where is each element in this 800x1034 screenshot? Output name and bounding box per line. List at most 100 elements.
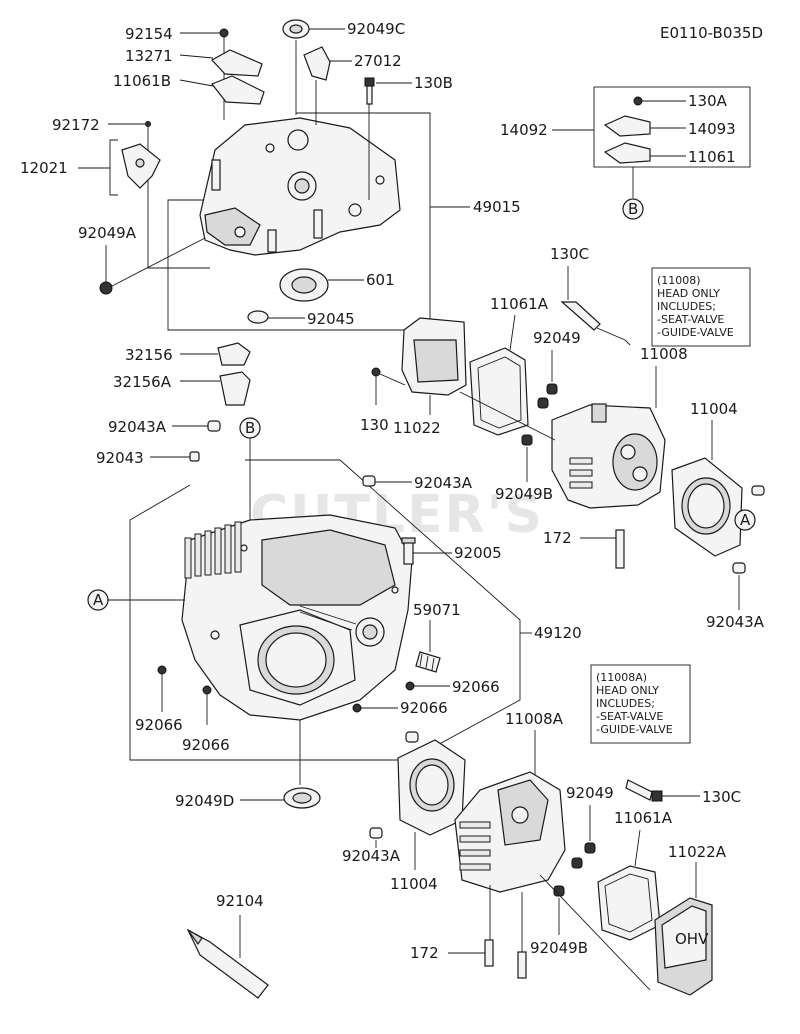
plate-13271 — [211, 49, 263, 77]
ref-A-left: A — [93, 591, 104, 609]
label-27012: 27012 — [354, 52, 402, 70]
cover-hole-top — [287, 129, 309, 151]
label-49015: 49015 — [473, 198, 521, 216]
plug-92066-b — [352, 703, 362, 713]
seal-92049B-bottom — [553, 885, 565, 897]
dowel-92043A-mid — [362, 475, 376, 487]
dowel-92043A-right — [732, 562, 746, 574]
label-49120: 49120 — [534, 624, 582, 642]
plug-92066-d — [202, 685, 212, 695]
stud-172-bottom-a — [484, 939, 494, 967]
label-172-top: 172 — [543, 529, 572, 547]
frame-49015 — [167, 112, 431, 331]
note-bottom-line3: INCLUDES; — [596, 697, 655, 710]
label-11061A-top: 11061A — [490, 295, 549, 313]
label-92043A-bottom: 92043A — [342, 847, 401, 865]
oil-breather-boss — [204, 207, 261, 246]
seal-92049-top-a — [546, 383, 558, 395]
ref-B-top: B — [628, 200, 638, 218]
label-92043A-left: 92043A — [108, 418, 167, 436]
note-bottom-line1: (11008A) — [596, 671, 647, 684]
note-bottom-line4: -SEAT-VALVE — [596, 710, 663, 723]
label-92066-b: 92066 — [400, 699, 448, 717]
seal-92049A — [99, 281, 113, 295]
breather-seals-group: 32156 32156A — [113, 342, 251, 406]
bracket-27012 — [303, 46, 331, 81]
note-bottom-line5: -GUIDE-VALVE — [596, 723, 673, 736]
spring-59071 — [415, 651, 441, 673]
label-92043: 92043 — [96, 449, 144, 467]
label-92049-top: 92049 — [533, 329, 581, 347]
note-top-line3: INCLUDES; — [657, 300, 716, 313]
label-92043A-mid: 92043A — [414, 474, 473, 492]
seal-92049-top-b — [537, 397, 549, 409]
label-59071: 59071 — [413, 601, 461, 619]
head-assembly-right: 130C 11022 130 11061A 92049 11008 — [360, 245, 765, 631]
diagram-code: E0110-B035D — [660, 24, 763, 42]
label-130C-bottom: 130C — [702, 788, 741, 806]
label-92104: 92104 — [216, 892, 264, 910]
label-14092: 14092 — [500, 121, 548, 139]
sealant-tube-92104 — [186, 928, 269, 999]
dowel-92043 — [189, 451, 200, 462]
seal-32156 — [217, 342, 251, 366]
label-92049B-top: 92049B — [495, 485, 553, 503]
label-11061A-bottom: 11061A — [614, 809, 673, 827]
pin-92172 — [145, 121, 151, 127]
label-92049B-bottom: 92049B — [530, 939, 588, 957]
note-top-line1: (11008) — [657, 274, 701, 287]
bolt-130 — [371, 367, 381, 377]
label-92043A-right: 92043A — [706, 613, 765, 631]
stud-172-top — [615, 529, 625, 569]
label-92045: 92045 — [307, 310, 355, 328]
label-14093: 14093 — [688, 120, 736, 138]
cover-stamp: OHV — [675, 930, 709, 948]
crankcase-cover-group: 92154 13271 11061B 92049C 27012 130B 921… — [20, 19, 521, 331]
head-assembly-bottom: 92043A 11004 11008A 92049 130C 11061A — [342, 710, 741, 996]
bolt-head-130B — [364, 77, 375, 87]
plug-92066-c — [157, 665, 167, 675]
crankcase-cavity — [261, 529, 396, 606]
label-130: 130 — [360, 416, 389, 434]
dowel-92043A-bottom — [369, 827, 383, 839]
crankcase-group: 92043A 92043 B 49120 92043A — [87, 417, 582, 810]
label-92066-a: 92066 — [452, 678, 500, 696]
label-13271: 13271 — [125, 47, 173, 65]
bolt-130C-top — [560, 301, 601, 331]
sealant-tube-group: 92104 — [186, 892, 269, 999]
label-130A: 130A — [688, 92, 728, 110]
ref-B-left: B — [245, 419, 255, 437]
bolt-130B — [366, 85, 373, 105]
label-11061B: 11061B — [113, 72, 171, 90]
seal-92049-bottom-a — [584, 842, 596, 854]
label-32156: 32156 — [125, 346, 173, 364]
dowel-92043A-left — [207, 420, 221, 432]
label-601: 601 — [366, 271, 395, 289]
label-92049A: 92049A — [78, 224, 137, 242]
note-11008A: (11008A) HEAD ONLY INCLUDES; -SEAT-VALVE… — [590, 664, 691, 744]
label-12021: 12021 — [20, 159, 68, 177]
gasket-11061 — [603, 142, 651, 164]
label-11061: 11061 — [688, 148, 736, 166]
frame-14092 — [593, 86, 751, 168]
ref-A-right: A — [740, 511, 751, 529]
label-32156A: 32156A — [113, 373, 172, 391]
stud-172-bottom-b — [517, 951, 527, 979]
gasket-11061B — [211, 75, 265, 105]
dowel-right — [751, 485, 765, 496]
label-92066-c: 92066 — [135, 716, 183, 734]
gasket-11061A-top — [469, 347, 529, 436]
label-11022: 11022 — [393, 419, 441, 437]
bolt-130A — [633, 96, 643, 106]
label-11008: 11008 — [640, 345, 688, 363]
ring-92045 — [247, 310, 269, 324]
frame-49120 — [129, 459, 521, 761]
bolt-92154 — [219, 28, 229, 38]
label-130C-top: 130C — [550, 245, 589, 263]
cover-14093 — [603, 115, 651, 137]
note-top-line5: -GUIDE-VALVE — [657, 326, 734, 339]
label-130B: 130B — [414, 74, 453, 92]
label-92049D: 92049D — [175, 792, 234, 810]
label-92154: 92154 — [125, 25, 173, 43]
